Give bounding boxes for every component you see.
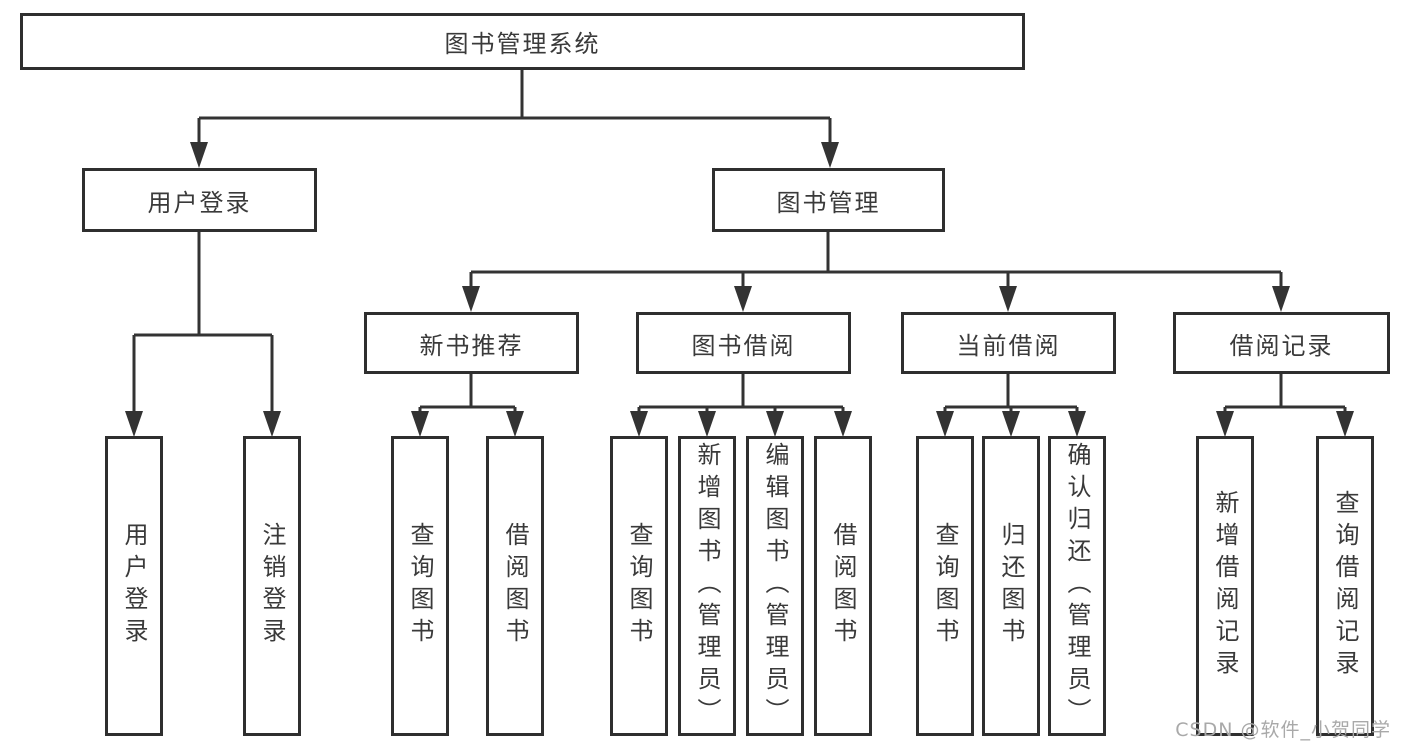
arrowhead-icon [125,411,143,437]
leaf-borrow-borrow-books: 借阅图书 [814,436,872,736]
node-current-borrowing: 当前借阅 [901,312,1116,374]
node-label: 归还图书 [997,522,1025,650]
arrowhead-icon [630,411,648,437]
node-label: 借阅记录 [1229,331,1334,360]
node-label: 图书管理系统 [444,30,601,58]
arrowheads [125,142,1354,437]
edge-records-to-leaves [1223,374,1347,415]
node-new-book-recommend: 新书推荐 [364,312,579,374]
csdn-watermark: CSDN @软件_小贺同学 [1175,719,1391,741]
node-label: 借阅图书 [501,522,529,650]
node-label: 新增图书（管理员） [693,442,721,730]
node-label: 新书推荐 [419,331,524,360]
arrowhead-icon [734,286,752,312]
leaf-current-return-books: 归还图书 [982,436,1040,736]
node-label: 图书管理 [776,188,881,217]
edge-userlogin-to-leaves [132,232,274,415]
node-label: 查询图书 [625,522,653,650]
node-label: 图书借阅 [691,331,796,360]
leaf-logout: 注销登录 [243,436,301,736]
leaf-newbook-query-books: 查询图书 [391,436,449,736]
leaf-borrow-edit-books-admin: 编辑图书（管理员） [746,436,804,736]
leaf-records-query-record: 查询借阅记录 [1316,436,1374,736]
arrowhead-icon [1002,411,1020,437]
node-label: 查询借阅记录 [1331,490,1359,682]
arrowhead-icon [263,411,281,437]
leaf-user-login: 用户登录 [105,436,163,736]
arrowhead-icon [766,411,784,437]
node-label: 新增借阅记录 [1211,490,1239,682]
node-book-management: 图书管理 [712,168,945,232]
edge-root-to-level1 [197,70,832,146]
node-book-borrowing: 图书借阅 [636,312,851,374]
leaf-current-confirm-return-admin: 确认归还（管理员） [1048,436,1106,736]
edge-borrow-to-leaves [637,374,845,415]
arrowhead-icon [1336,411,1354,437]
arrowhead-icon [1216,411,1234,437]
node-system-root: 图书管理系统 [20,13,1025,70]
arrowhead-icon [190,142,208,168]
arrowhead-icon [936,411,954,437]
leaf-current-query-books: 查询图书 [916,436,974,736]
node-label: 当前借阅 [956,331,1061,360]
node-label: 用户登录 [120,522,148,650]
leaf-newbook-borrow-books: 借阅图书 [486,436,544,736]
node-label: 确认归还（管理员） [1063,442,1091,730]
arrowhead-icon [698,411,716,437]
node-user-login: 用户登录 [82,168,317,232]
node-borrow-records: 借阅记录 [1173,312,1390,374]
arrowhead-icon [999,286,1017,312]
arrowhead-icon [1272,286,1290,312]
node-label: 用户登录 [147,188,252,217]
arrowhead-icon [411,411,429,437]
node-label: 编辑图书（管理员） [761,442,789,730]
arrowhead-icon [1068,411,1086,437]
arrowhead-icon [462,286,480,312]
arrowhead-icon [821,142,839,168]
leaf-borrow-query-books: 查询图书 [610,436,668,736]
arrowhead-icon [834,411,852,437]
node-label: 查询图书 [931,522,959,650]
leaf-borrow-add-books-admin: 新增图书（管理员） [678,436,736,736]
edge-bookmgmt-to-level2 [469,232,1283,290]
edge-newbook-to-leaves [418,374,517,415]
node-label: 借阅图书 [829,522,857,650]
arrowhead-icon [506,411,524,437]
leaf-records-add-record: 新增借阅记录 [1196,436,1254,736]
node-label: 注销登录 [258,522,286,650]
node-label: 查询图书 [406,522,434,650]
edge-current-to-leaves [943,374,1079,415]
